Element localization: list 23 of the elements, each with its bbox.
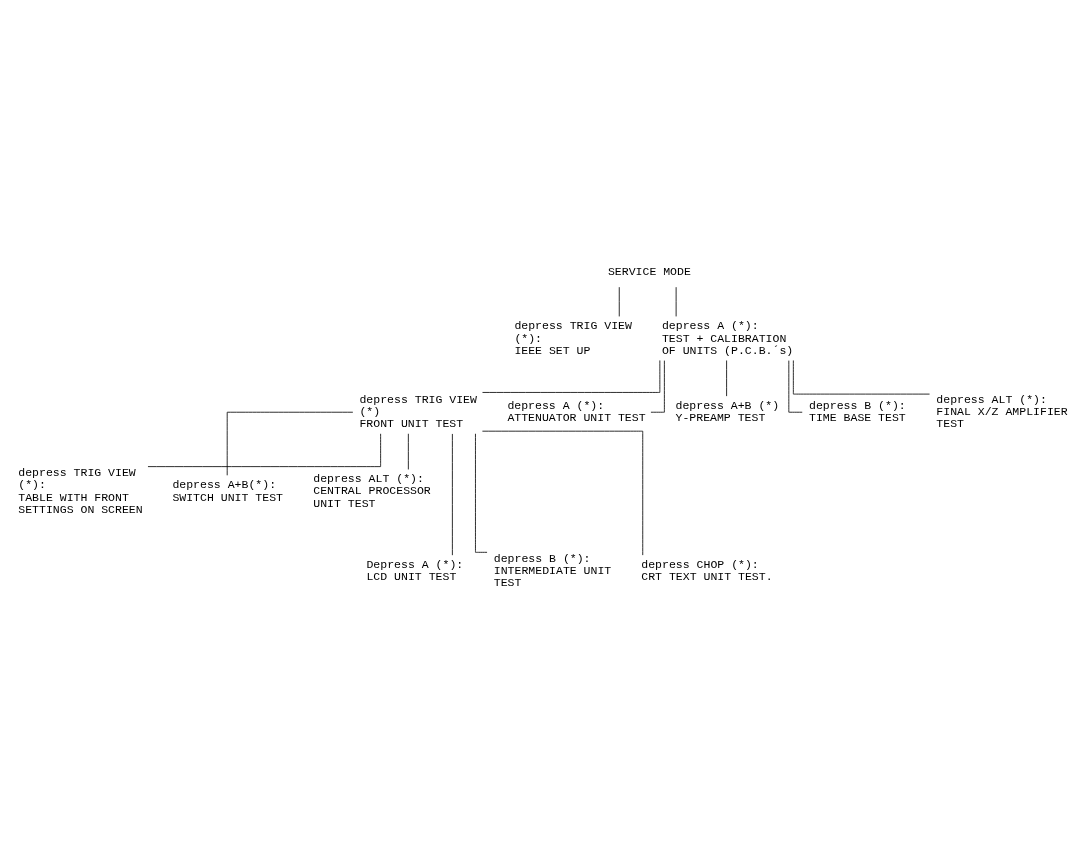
node-text: depress B (*): INTERMEDIATE UNIT TEST	[493, 551, 612, 589]
connector	[226, 411, 354, 476]
connector	[407, 432, 409, 470]
node-text: Depress A (*): LCD UNIT TEST	[366, 557, 464, 583]
connector	[650, 359, 665, 413]
connector	[482, 359, 661, 393]
node-text: SERVICE MODE	[607, 264, 691, 278]
connector	[481, 430, 644, 556]
node-text: depress ALT (*): CENTRAL PROCESSOR UNIT TEST	[313, 471, 431, 510]
node-text: depress A+B (*) Y-PREAMP TEST	[675, 398, 780, 424]
node-text: depress ALT (*): FINAL X/Z AMPLIFIER TEST	[936, 392, 1068, 430]
connector	[726, 359, 727, 397]
node-text: depress TRIG VIEW (*) FRONT UNIT TEST	[359, 392, 477, 430]
node-text: depress TRIG VIEW (*): TABLE WITH FRONT SETTINGS ON SCREEN	[18, 465, 143, 516]
node-text: depress A+B(*): SWITCH UNIT TEST	[172, 477, 283, 504]
node-text: depress B (*): TIME BASE TEST	[809, 398, 906, 424]
node-text: depress A (*): ATTENUATOR UNIT TEST	[507, 398, 646, 424]
node-text: depress TRIG VIEW (*): IEEE SET UP	[514, 318, 632, 357]
connector	[792, 359, 930, 394]
node-text: depress A (*): TEST + CALIBRATION OF UNITS (P.C.B.´s)	[661, 318, 794, 357]
connector	[451, 433, 453, 556]
node-text: depress CHOP (*): CRT TEXT UNIT TEST.	[641, 557, 773, 583]
connector	[147, 432, 382, 467]
